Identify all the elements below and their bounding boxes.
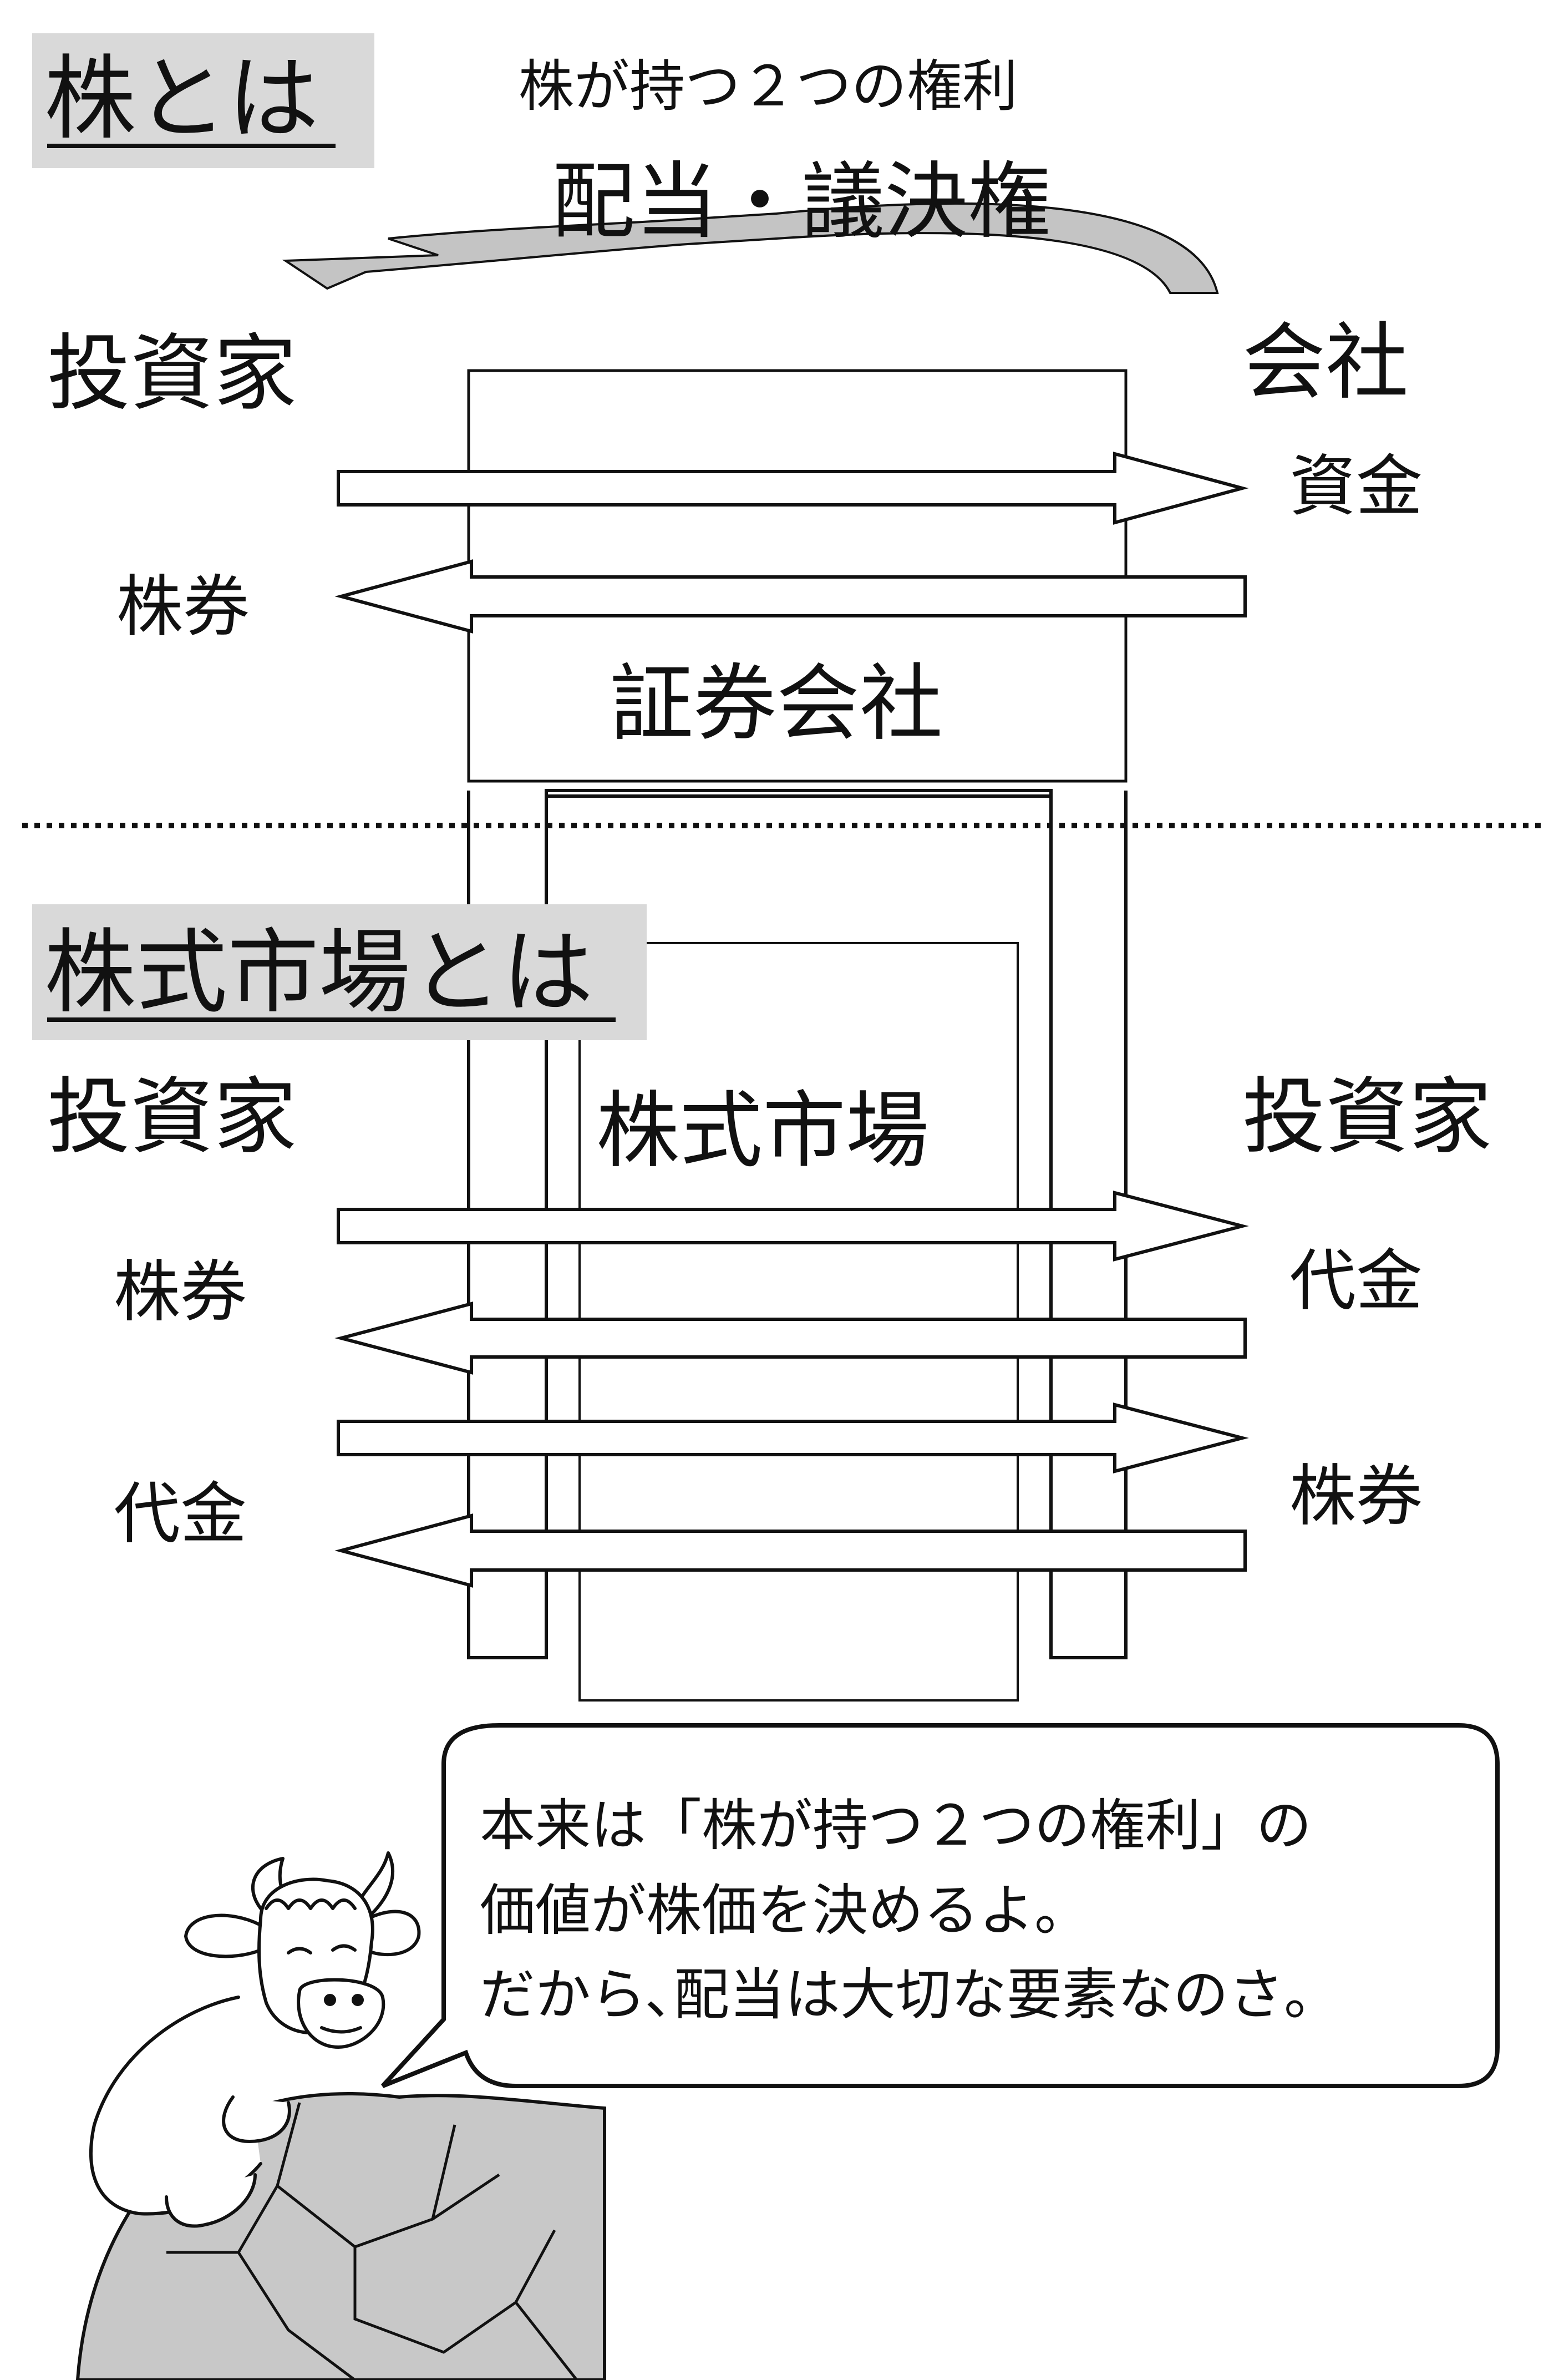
market-top-beam: [545, 789, 1053, 798]
rock-crack: [431, 2124, 456, 2220]
cow-eye-right: [331, 1944, 357, 1952]
flow-2-left-label: 代金: [114, 1476, 247, 1553]
speech-bubble-outline: [381, 1723, 1500, 2088]
funds-arrow: [337, 452, 1249, 525]
section-stock-title: 株とは: [32, 33, 374, 168]
flow-2-right-arrow: [337, 1402, 1249, 1473]
certificate-arrow: [334, 559, 1247, 634]
flow-2-right-label: 株券: [1289, 1458, 1423, 1535]
rock-crack: [515, 2301, 578, 2380]
cow-hoof: [222, 2095, 291, 2143]
cow-eye-left: [287, 1947, 312, 1954]
section-market-right-party: 投資家: [1242, 1069, 1492, 1166]
flow-2-left-arrow: [334, 1513, 1247, 1588]
cow-nostril: [352, 1994, 364, 2006]
rock-crack: [353, 2229, 556, 2354]
flow-1-left-arrow: [334, 1302, 1247, 1375]
flow-1-right-label: 代金: [1289, 1243, 1423, 1320]
cow-icon: [89, 1851, 421, 2228]
cow-ear-left: [184, 1913, 262, 1958]
rock-crack: [237, 2185, 356, 2380]
flow-1-right-arrow: [337, 1191, 1249, 1262]
speech-line-2: 価値が株価を決めるよ。: [480, 1878, 1090, 1943]
funds-label: 資金: [1289, 448, 1423, 525]
section-market-left-party: 投資家: [47, 1069, 297, 1166]
cow-leg: [165, 2173, 257, 2228]
certificate-label: 株券: [116, 569, 250, 646]
cow-mouth: [320, 2026, 362, 2034]
rights-label: 配当・議決権: [552, 154, 1051, 250]
section-stock-title-text: 株とは: [44, 45, 319, 152]
speech-line-1: 本来は「株が持つ２つの権利」の: [480, 1793, 1312, 1858]
flow-1-left-label: 株券: [114, 1254, 247, 1331]
rights-caption: 株が持つ２つの権利: [519, 54, 1018, 119]
cow-nostril: [324, 1994, 336, 2006]
cow-ear-right: [359, 1910, 421, 1957]
speech-line-3: だから､配当は大切な要素なのさ。: [480, 1962, 1339, 2027]
cow-hair: [265, 1898, 357, 1910]
curved-arrow-shape: [282, 202, 1219, 294]
section-stock-left-party: 投資家: [47, 326, 297, 422]
speech-bubble: 本来は「株が持つ２つの権利」の 価値が株価を決めるよ。 だから､配当は大切な要素…: [381, 1723, 1500, 2088]
section-market-title-text: 株式市場とは: [44, 919, 593, 1026]
section-market-title: 株式市場とは: [32, 904, 647, 1040]
section-stock-right-party: 会社: [1242, 315, 1409, 411]
cow-muzzle: [297, 1978, 385, 2049]
stock-market-label: 株式市場: [596, 1083, 929, 1179]
securities-firm-label: 証券会社: [610, 656, 943, 752]
rights-curved-arrow: [282, 202, 1219, 294]
